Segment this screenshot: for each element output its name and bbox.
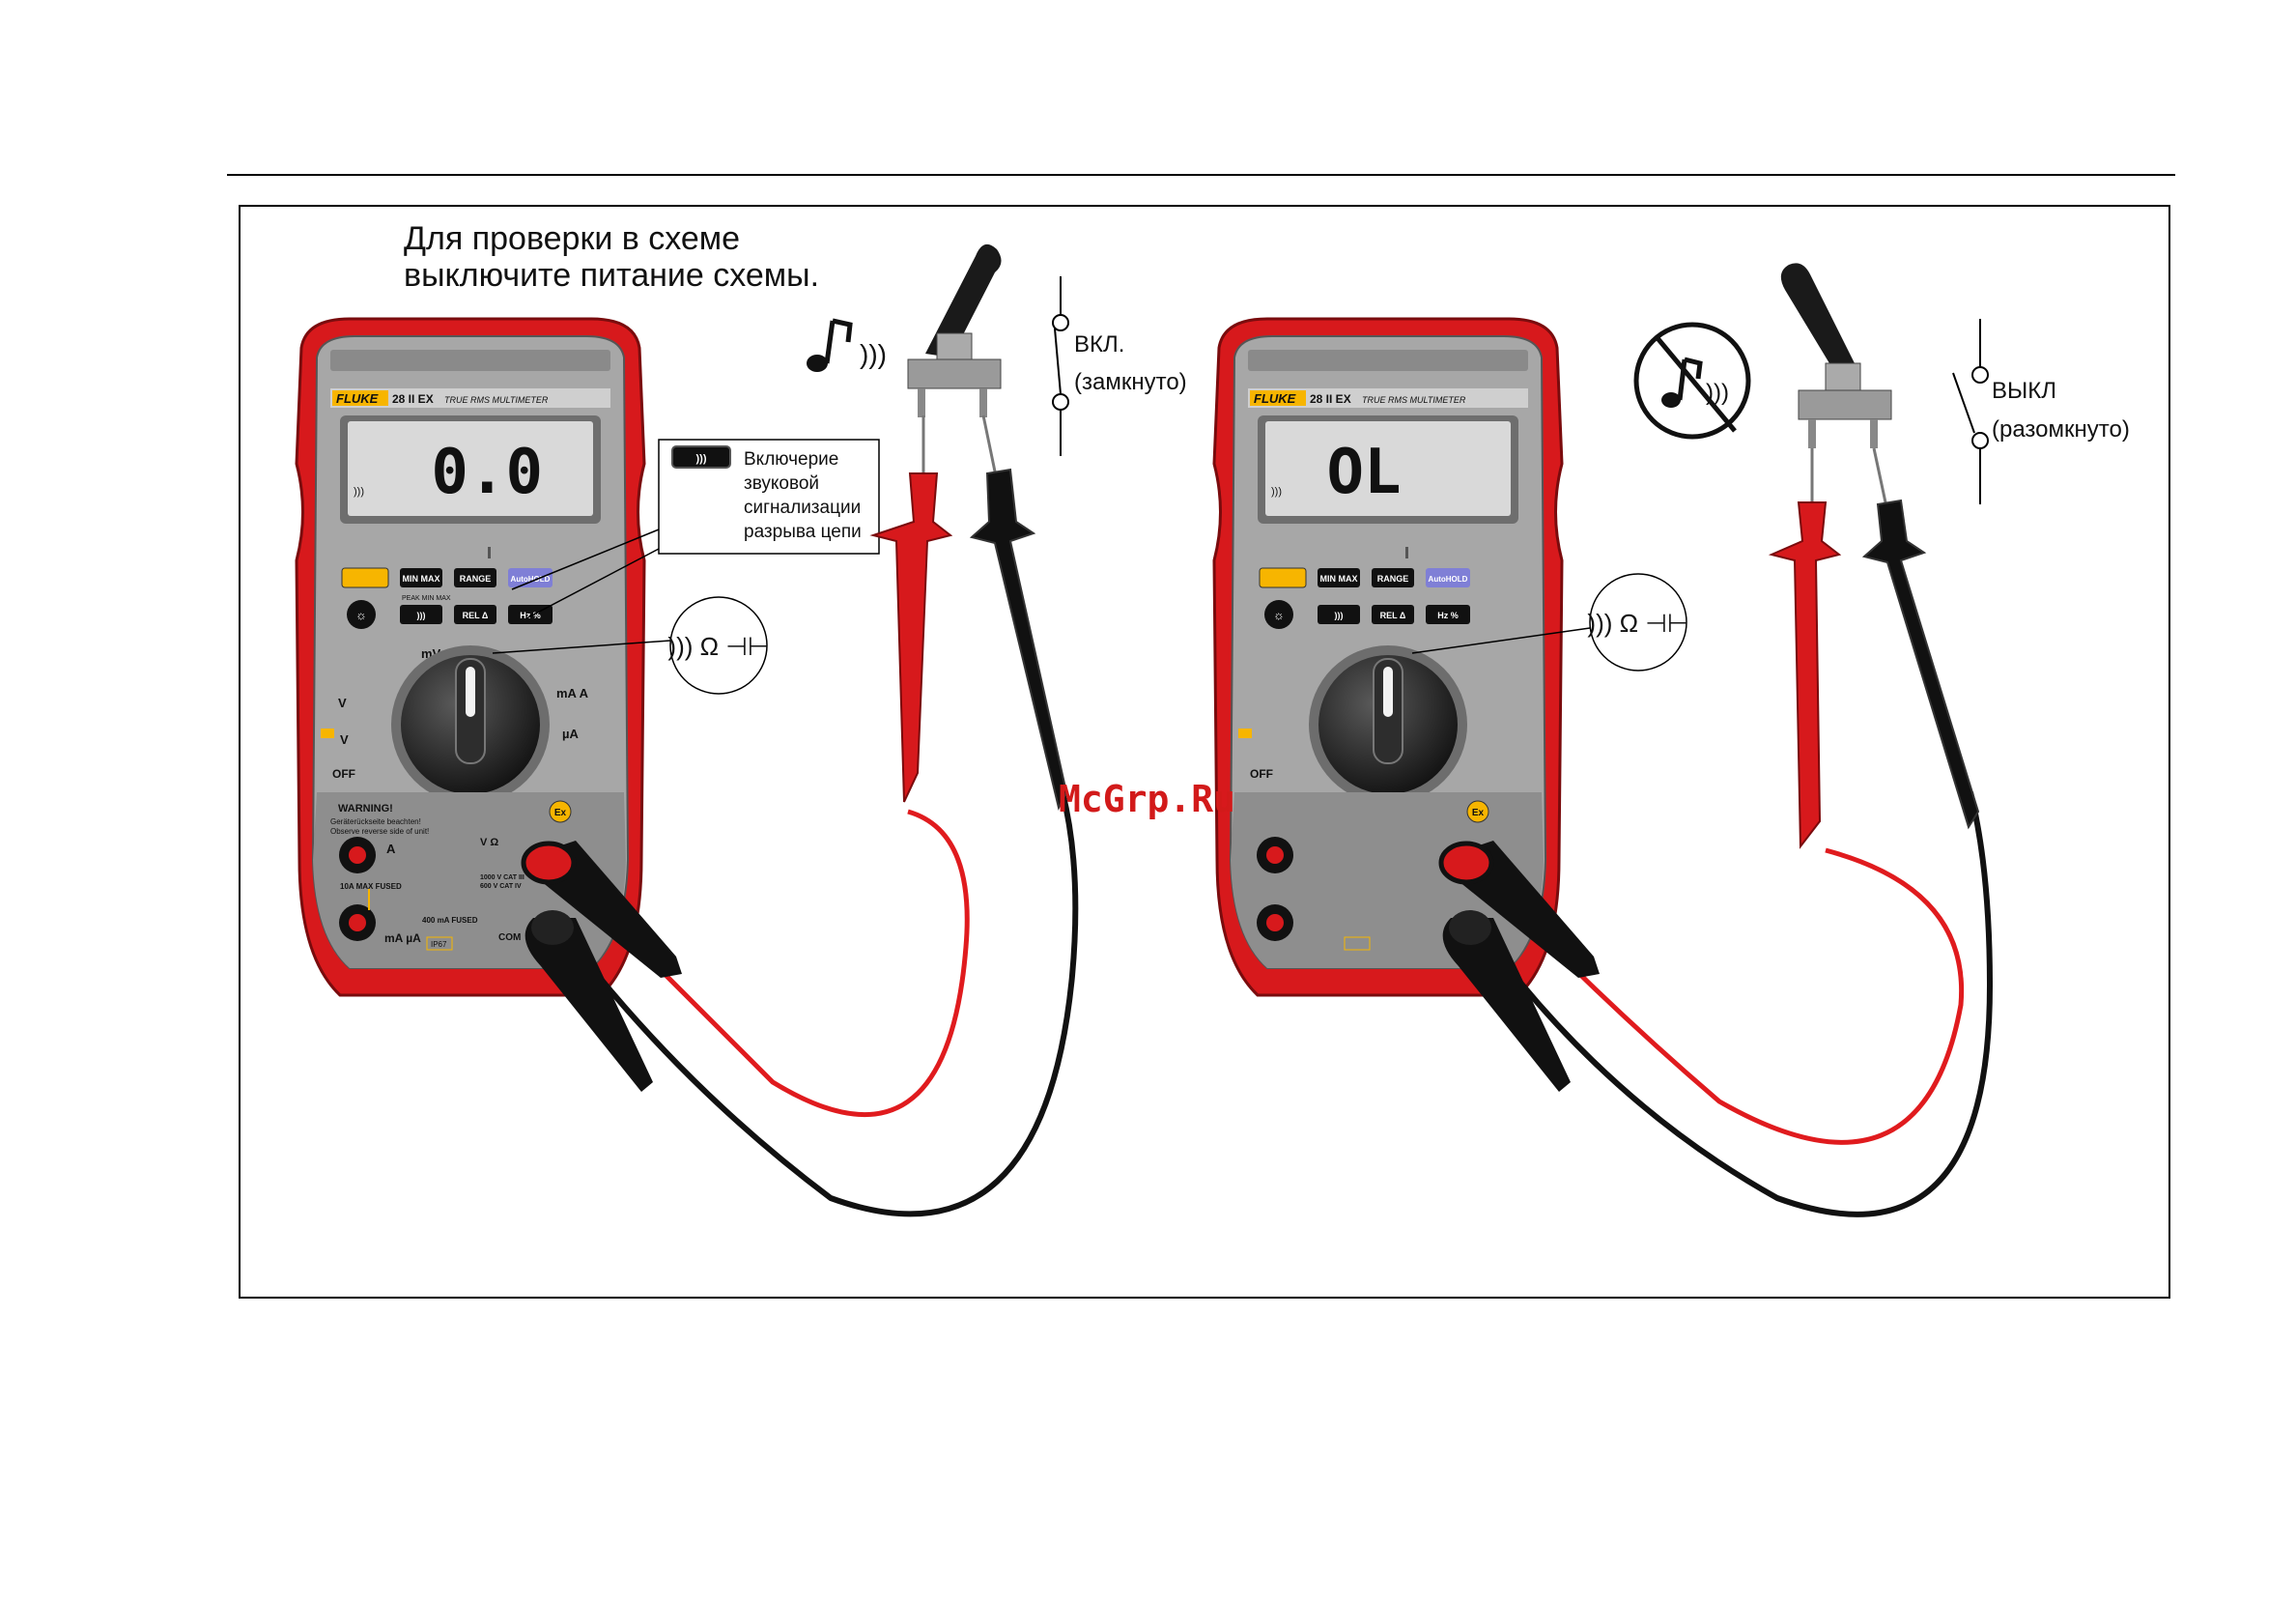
- instruction-line-1: Для проверки в схеме: [404, 220, 740, 257]
- svg-text:))): ))): [696, 453, 707, 465]
- svg-text:Ex: Ex: [1472, 808, 1485, 818]
- beeper-button-icon: ))): [417, 611, 426, 620]
- light-icon: ☼: [355, 608, 367, 622]
- switch-on-state: (замкнуто): [1074, 369, 1187, 395]
- model-label-right: 28 II EX: [1310, 392, 1351, 406]
- dial-callout-symbol-left: ))) Ω ⊣⊢: [667, 632, 769, 661]
- beeper-button-right[interactable]: [1318, 605, 1360, 624]
- jack-com-label: COM: [498, 932, 521, 943]
- callout-beeper-line-4: разрыва цепи: [744, 522, 862, 542]
- warning-label: WARNING!: [338, 803, 393, 815]
- test-leads-right: [1438, 447, 1994, 1217]
- brand-logo: FLUKE: [336, 391, 379, 406]
- jack-v-label: V Ω: [480, 837, 498, 848]
- callout-beeper-line-2: звуковой: [744, 473, 819, 494]
- autohold-button[interactable]: [508, 568, 553, 587]
- toggle-switch-open: [1780, 263, 1892, 448]
- range-button-right[interactable]: [1372, 568, 1414, 587]
- switch-symbol-open: [1952, 319, 1989, 504]
- multimeter-left: FLUKE 28 II EX TRUE RMS MULTIMETER 0.0 )…: [295, 317, 646, 997]
- jack-ma-label: mA µA: [384, 931, 421, 945]
- watermark: McGrp.Ru: [1059, 778, 1235, 820]
- hz-button-right[interactable]: [1426, 605, 1470, 624]
- warning-sub-1: Geräterückseite beachten!: [330, 817, 421, 826]
- cat-rating-2: 600 V CAT IV: [480, 883, 522, 890]
- minmax-button[interactable]: [400, 568, 442, 587]
- minmax-label-right: MIN MAX: [1320, 574, 1358, 584]
- autohold-button-right[interactable]: [1426, 568, 1470, 587]
- figure-frame: [239, 205, 2170, 1299]
- dial-label-off-right: OFF: [1250, 767, 1273, 781]
- rel-button-right[interactable]: [1372, 605, 1414, 624]
- switch-symbol-closed: [1052, 276, 1069, 456]
- light-button[interactable]: [347, 600, 376, 629]
- ex-mark: [549, 800, 572, 823]
- beeper-button[interactable]: [400, 605, 442, 624]
- rel-label: REL Δ: [463, 611, 489, 620]
- lcd-beeper-icon: ))): [354, 486, 364, 498]
- backlight-button[interactable]: [341, 567, 389, 588]
- callout-beeper-line-1: Включерие: [744, 449, 838, 470]
- fused-10a: 10A MAX FUSED: [340, 882, 402, 891]
- brand-badge: [332, 390, 388, 406]
- svg-text:))): ))): [1271, 486, 1282, 498]
- svg-text:Ex: Ex: [554, 808, 567, 818]
- svg-text:))): ))): [1335, 611, 1344, 620]
- sound-waves-icon: ))): [860, 339, 887, 369]
- test-leads-left: [521, 415, 1079, 1217]
- svg-text:☼: ☼: [1273, 608, 1285, 622]
- lcd-screen-right: [1265, 421, 1511, 516]
- autohold-label: AutoHOLD: [511, 575, 551, 584]
- model-label: 28 II EX: [392, 392, 434, 406]
- range-button[interactable]: [454, 568, 496, 587]
- dial-callout-symbol-right: ))) Ω ⊣⊢: [1587, 609, 1688, 638]
- light-button-right[interactable]: [1264, 600, 1293, 629]
- no-sound-icon: ))): [1633, 322, 1751, 440]
- hz-label-right: Hz %: [1437, 611, 1459, 620]
- hz-button[interactable]: [508, 605, 553, 624]
- rel-button[interactable]: [454, 605, 496, 624]
- switch-off-state: (разомкнуто): [1992, 416, 2130, 443]
- fused-400ma: 400 mA FUSED: [422, 916, 478, 925]
- beeper-callout: ))) Включерие звуковой сигнализации разр…: [511, 439, 880, 619]
- switch-off-label: ВЫКЛ: [1992, 378, 2056, 404]
- dial-label-ma: mA A: [556, 686, 589, 700]
- lcd-screen: [348, 421, 593, 516]
- rel-label-right: REL Δ: [1380, 611, 1406, 620]
- range-label-right: RANGE: [1377, 574, 1409, 584]
- dial-label-v: V: [338, 696, 347, 710]
- brand-logo-right: FLUKE: [1254, 391, 1296, 406]
- instruction-line-2: выключите питание схемы.: [404, 257, 819, 294]
- jack-a-label: A: [386, 842, 396, 856]
- svg-text:))): ))): [1706, 380, 1729, 406]
- dial-label-ua: µA: [562, 727, 579, 741]
- hz-label: Hz %: [520, 611, 541, 620]
- beeper-button-icon-callout: [671, 445, 731, 469]
- ip-rating: IP67: [431, 940, 447, 949]
- warning-sub-2: Observe reverse side of unit!: [330, 827, 429, 836]
- minmax-button-right[interactable]: [1318, 568, 1360, 587]
- dial-callout-right: ))) Ω ⊣⊢: [1411, 573, 1689, 672]
- model-subtitle: TRUE RMS MULTIMETER: [444, 395, 549, 405]
- switch-on-label: ВКЛ.: [1074, 331, 1124, 357]
- backlight-button-right[interactable]: [1259, 567, 1307, 588]
- dial-callout-left: ))) Ω ⊣⊢: [492, 596, 770, 695]
- range-label: RANGE: [460, 574, 492, 584]
- note-beep-icon: ))): [807, 318, 887, 372]
- toggle-switch-closed: [907, 243, 1002, 417]
- minmax-label: MIN MAX: [403, 574, 440, 584]
- dial-label-vdc: V: [340, 732, 349, 747]
- autohold-label-right: AutoHOLD: [1429, 575, 1468, 584]
- callout-beeper-line-3: сигнализации: [744, 498, 861, 518]
- lcd-reading: 0.0: [431, 437, 543, 508]
- cat-rating-1: 1000 V CAT III: [480, 874, 524, 881]
- lcd-reading-right: OL: [1326, 437, 1401, 508]
- model-subtitle-right: TRUE RMS MULTIMETER: [1362, 395, 1466, 405]
- dial-label-off: OFF: [332, 767, 355, 781]
- peak-label: PEAK MIN MAX: [402, 595, 451, 602]
